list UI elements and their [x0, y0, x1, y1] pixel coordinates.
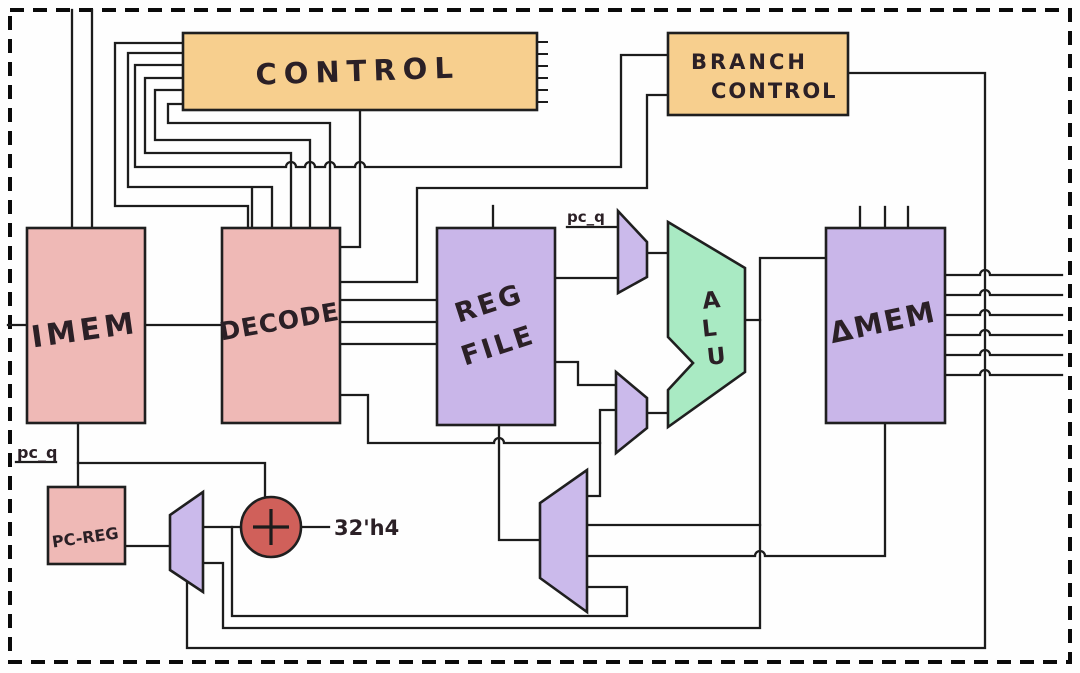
wire-dmem-out-1	[943, 268, 1064, 277]
writeback-mux	[538, 467, 589, 615]
pc-mux	[168, 489, 205, 595]
wire-branch-control-pcmux	[185, 71, 987, 650]
wire-alu-dmem	[743, 256, 828, 322]
pcq-label-mux: pc_q	[567, 208, 605, 226]
wire-control-decode-2	[126, 51, 274, 230]
pcq-label-imem: pc_q	[17, 443, 57, 462]
dmem-block	[824, 226, 947, 425]
decode-block	[220, 226, 342, 425]
wire-wbmux-regfile	[497, 423, 542, 542]
branch-control-label-1: BRANCH	[691, 50, 808, 74]
control-label: CONTROL	[255, 50, 461, 91]
wires	[6, 8, 1064, 650]
alu-src-b-mux	[614, 369, 649, 456]
branch-control-label-2: CONTROL	[711, 79, 838, 103]
wire-dmem-out-2	[943, 288, 1064, 297]
wire-pcq-adder	[76, 461, 267, 499]
regfile-block	[435, 226, 557, 427]
wire-dmem-out-3	[943, 308, 1064, 317]
alu-block	[666, 219, 747, 430]
alu-label-a: A	[701, 287, 722, 315]
wire-control-bottom-decode	[338, 108, 362, 249]
wire-pcplus4-wbmux	[230, 525, 629, 618]
pc-reg-block	[46, 485, 127, 566]
control-bus-ticks	[535, 41, 548, 103]
wire-regfile-mux2	[553, 360, 618, 387]
wire-control-decode-3	[143, 76, 293, 230]
wire-control-decode-4	[153, 88, 312, 230]
wire-dmem-wbmux	[585, 421, 887, 558]
wire-control-decode-1	[113, 41, 250, 230]
alu-src-a-mux	[616, 207, 649, 296]
dashed-border	[8, 8, 1072, 664]
wire-dmem-out-6	[943, 368, 1064, 377]
wire-control-decode-5	[166, 102, 332, 230]
wire-immediate-mux2	[598, 408, 618, 445]
alu-label-u: U	[706, 343, 727, 371]
control-block	[181, 31, 539, 112]
wire-dmem-out-5	[943, 348, 1064, 357]
branch-control-block	[666, 31, 850, 117]
alu-label-l: L	[701, 315, 719, 342]
const-32h4-label: 32'h4	[334, 516, 399, 540]
wire-dmem-out-4	[943, 328, 1064, 337]
wire-decode-branch-control	[338, 93, 670, 284]
imem-block	[25, 226, 147, 425]
plus-icon	[253, 509, 289, 545]
